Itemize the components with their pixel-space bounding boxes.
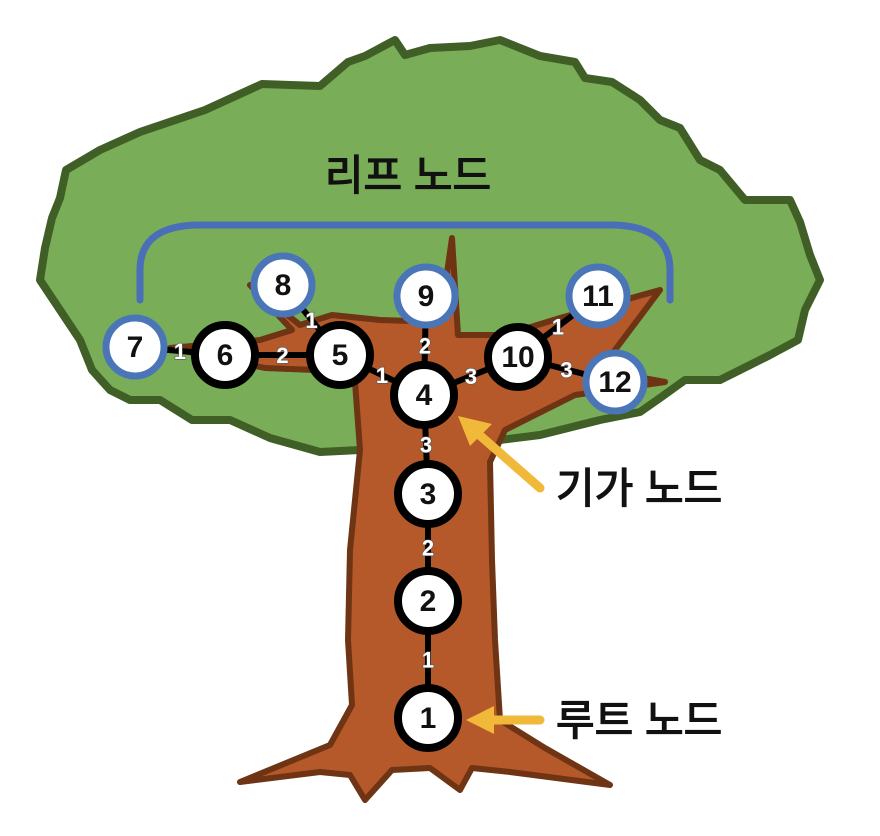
node-label: 3: [420, 478, 437, 511]
node-circle: [582, 349, 648, 415]
edge-depth-label: 1: [376, 363, 388, 388]
edge-depth-label: 1: [552, 315, 564, 340]
node-label: 10: [501, 341, 534, 374]
node-label: 1: [420, 702, 437, 735]
node-label: 2: [420, 585, 437, 618]
node-circle: [390, 361, 458, 429]
edge-depth-label: 1: [422, 648, 434, 673]
node-label: 9: [418, 280, 435, 313]
leaf-bracket: [136, 221, 674, 304]
node-circle: [394, 684, 462, 752]
node-3: 3: [394, 460, 462, 528]
node-5: 5: [306, 321, 374, 389]
edge-depth-label: 3: [420, 433, 432, 458]
node-circle: [306, 321, 374, 389]
node-circle: [484, 323, 552, 391]
node-10: 10: [484, 323, 552, 391]
node-11: 11: [565, 263, 631, 329]
node-9: 9: [393, 263, 459, 329]
node-1: 1: [394, 684, 462, 752]
node-circle: [102, 314, 168, 380]
node-label: 6: [217, 339, 234, 372]
node-12: 12: [582, 349, 648, 415]
edge-depth-label: 2: [422, 536, 434, 561]
node-circle: [394, 567, 462, 635]
node-circle: [565, 263, 631, 329]
node-label: 12: [598, 366, 631, 399]
node-2: 2: [394, 567, 462, 635]
node-circle: [393, 263, 459, 329]
node-label: 8: [275, 269, 292, 302]
edge-depth-label: 1: [305, 308, 317, 333]
edge-depth-label: 2: [419, 334, 431, 359]
edge-depth-label: 3: [465, 364, 477, 389]
node-circle: [394, 460, 462, 528]
node-circle: [250, 252, 316, 318]
edge-depth-label: 3: [560, 358, 572, 383]
node-label: 4: [416, 379, 433, 412]
edge-depth-label: 2: [276, 343, 288, 368]
node-label: 7: [127, 331, 144, 364]
node-label: 11: [582, 280, 614, 313]
root-node-arrow: [466, 706, 545, 734]
node-circle: [191, 321, 259, 389]
internal-node-arrow: [458, 416, 545, 493]
node-8: 8: [250, 252, 316, 318]
leaf-nodes-label: 리프 노드: [325, 152, 491, 199]
edge-depth-label: 1: [174, 339, 186, 364]
node-label: 5: [332, 339, 349, 372]
internal-nodes-label: 기가 노드: [556, 465, 722, 512]
node-6: 6: [191, 321, 259, 389]
root-node-label: 루트 노드: [556, 697, 722, 744]
node-7: 7: [102, 314, 168, 380]
node-4: 4: [390, 361, 458, 429]
